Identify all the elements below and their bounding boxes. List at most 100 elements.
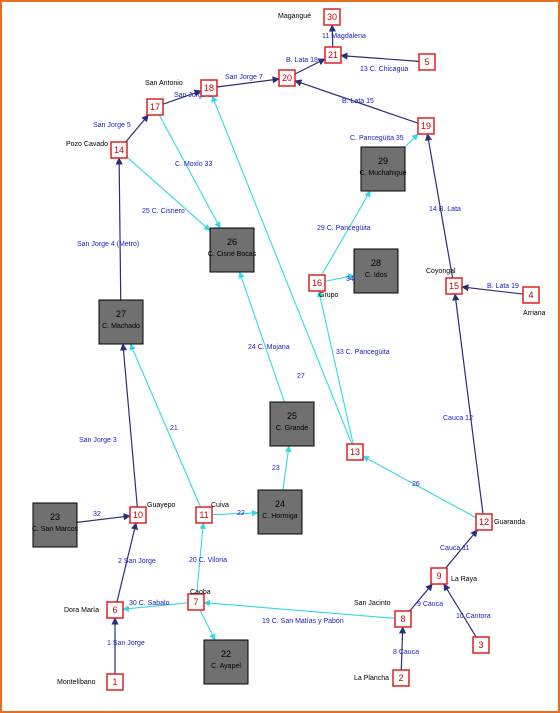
node-number-16: 16 [312,278,322,288]
node-box-5 [418,53,436,71]
node-name-22: C. Ayapel [211,663,241,670]
edge-label-19-20: B. Lata 15 [342,98,374,105]
place-name-16: Grupo [319,292,339,299]
node-5: 5 [418,53,436,71]
edge-24-25 [282,445,292,491]
edge-12-15 [452,293,484,515]
edge-2-8 [398,626,407,671]
edge-16-29 [321,190,371,276]
node-box-2 [392,669,410,687]
edge-label-8-9: 9 Cauca [417,601,443,608]
edge-10-27 [119,343,138,508]
edge-label-11-24: 22 [237,510,245,517]
place-name-7: Caoba [190,589,211,596]
node-number-26: 26 [227,237,237,247]
node-box-24 [257,489,303,535]
node-box-22 [203,639,249,685]
node-box-30 [323,8,341,26]
place-name-4: Arriana [523,310,546,317]
place-name-14: Pozo Cavado [66,141,108,148]
edge-14-17 [125,114,149,143]
place-name-18: San Antonio [145,80,183,87]
edge-15-19 [424,133,454,279]
node-box-29 [360,146,406,192]
node-number-7: 7 [193,597,198,607]
node-15: 15 Coyongal [426,268,463,295]
node-box-9 [430,567,448,585]
place-name-15: Coyongal [426,268,456,275]
node-number-13: 13 [350,447,360,457]
node-box-21 [324,46,342,64]
node-name-24: C. Hormiga [262,513,298,520]
edge-17-26 [158,114,221,229]
node-box-10 [129,506,147,524]
edge-label-17-18: San Jorge 6 [174,92,212,99]
node-number-20: 20 [282,73,292,83]
node-box-3 [472,636,490,654]
node-number-9: 9 [436,571,441,581]
edge-label-24-25: 23 [272,465,280,472]
node-number-11: 11 [199,510,208,520]
place-name-11: Cuiva [211,502,229,509]
node-13: 13 [346,443,364,461]
node-8: 8 San Jacinto [354,600,412,628]
edge-label-1-6: 1 San Jorge [107,640,145,647]
node-name-27: C. Machado [102,323,140,330]
edge-label-14-17: San Jorge 5 [93,122,131,129]
node-25: 25C. Grande [269,401,315,447]
node-box-18 [200,79,218,97]
edge-label-16-28: 34 [346,276,354,283]
node-26: 26C. Cisne Bocas [208,227,257,273]
edge-7-6 [122,602,189,612]
node-number-8: 8 [400,614,405,624]
edge-label-29-19: C. Pancegüita 35 [350,135,404,142]
node-box-19 [417,117,435,135]
node-box-20 [278,69,296,87]
node-number-22: 22 [221,649,231,659]
edge-label-4-15: B. Lata 19 [487,283,519,290]
node-number-3: 3 [478,640,483,650]
edge-label-9-12: Cauca 11 [440,545,470,552]
node-number-18: 18 [204,83,214,93]
node-number-29: 29 [378,156,388,166]
node-number-23: 23 [50,512,60,522]
edge-25-26 [238,271,285,403]
node-number-4: 4 [528,290,533,300]
place-name-9: La Raya [451,576,477,583]
node-box-12 [475,513,493,531]
place-name-10: Guayepo [147,502,176,509]
node-number-24: 24 [275,499,285,509]
node-number-27: 27 [116,309,126,319]
edge-11-27 [129,343,202,508]
edge-label-14-26: 25 C. Cisnero [142,208,185,215]
node-number-5: 5 [424,57,429,67]
node-box-14 [110,141,128,159]
edge-label-7-11: 20 C. Viloria [189,557,227,564]
place-name-8: San Jacinto [354,600,391,607]
edge-label-5-21: 13 C. Chicagua [360,66,408,73]
node-box-13 [346,443,364,461]
node-number-10: 10 [133,510,143,520]
place-name-1: Montelíbano [57,679,96,686]
place-name-6: Dora María [64,607,99,614]
node-box-16 [308,274,326,292]
edge-label-13-18: 27 [297,373,305,380]
place-name-2: La Plancha [354,675,389,682]
node-number-15: 15 [449,281,459,291]
node-box-27 [98,299,144,345]
edge-label-25-26: 24 C. Mojana [248,344,290,351]
node-box-6 [106,601,124,619]
edge-18-20 [216,76,280,88]
node-name-23: C. San Marcos [32,526,79,533]
node-box-17 [146,98,164,116]
node-box-25 [269,401,315,447]
node-box-28 [353,248,399,294]
